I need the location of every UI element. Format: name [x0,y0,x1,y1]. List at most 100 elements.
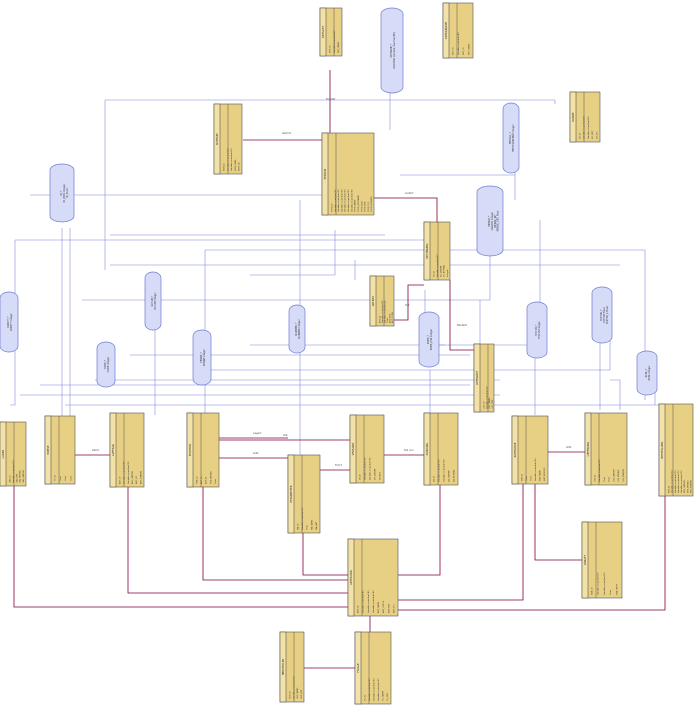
table-name: PERSON [323,169,327,180]
table-name: MITARBEITER [289,485,293,502]
table-column: POS_MENGE [210,470,212,484]
relation-label-layer: GehörtEnthältLiefertHatBestelltZahltLage… [92,97,571,467]
domain-row: FAKTOR Float [603,307,606,322]
table-column: Variable-nvarchar(20) [384,300,387,323]
table-column: Variable-nvarchar(40) [372,590,375,613]
table-name: KONTAKT [215,133,219,145]
table-column: AUF_ID [119,476,122,484]
relation-label: Hat [283,433,288,437]
table-column: Variable-nvarchar(30) [127,461,130,484]
table-column: VS_DATUM [374,469,377,480]
table-name: RECHNUNG [425,244,429,259]
reference-connector-layer [13,70,666,669]
table-column: Variable-nvarchar(25) [677,470,680,493]
table-column: BST_MENGE [687,480,689,493]
table-column: Variable-nvarchar(80) [333,30,336,53]
table-column: Variable-nvarchar(30) [344,189,347,212]
table-column: KON_EMAIL [234,158,237,171]
domain-row: RABATT Integer [10,313,13,331]
domain-box [192,329,212,386]
domain-name: NUMMER_T [295,322,298,336]
reference-connector [398,484,524,601]
table-column: RE_DATUM [439,266,442,277]
table-column: Float [214,479,217,484]
table-column: FIL_ORT [387,692,389,701]
table-column: ABT_NAME [377,601,380,613]
table-column: Variable-nvarchar(40) [367,590,370,613]
table-column: ABT_LEITER [382,600,385,613]
table-column: Variable-nvarchar(30) [337,189,340,212]
domain-row: CODE Integer [107,357,110,373]
table-column: POS_ID [197,476,199,484]
domain-row: ID_ZAHL Integer [63,184,66,203]
table-header [321,132,329,216]
table-column: ART_ID [205,476,208,484]
table-column: LIEF_NAME [488,397,491,409]
domain-name: BETRAG_T [509,132,512,144]
table-column: Float [609,590,612,595]
domain-box [476,185,504,257]
domain-name: ORTNAME_T [390,43,393,58]
table-column: Variable-nvarchar(50) [230,148,233,171]
reference-connector [374,197,438,222]
table-column: Variable-nvarchar(50) [226,148,229,171]
table-column: ABT_ORT [387,603,390,613]
table-name: VERSAND [351,443,355,456]
table-column: Variable-nvarchar(30) [438,459,441,482]
domain-connector [210,295,611,371]
table-column: KON_ID [224,163,226,171]
table-column: Variable-nvarchar(30) [598,459,601,482]
relation-label: Liefert [405,191,413,195]
table-column: RAB_WERT [615,583,618,595]
domain-name: CODE_T [104,359,107,369]
domain-name: PREIS_T [427,334,430,344]
domain-name: MENGE_T [488,215,491,227]
domain-row: STATUS Integer [538,321,541,339]
table-column: LFG_DATUM [612,469,615,482]
table-column: Integer [446,269,449,277]
table-column: Variable-nvarchar(30) [534,458,537,481]
reference-connector [534,484,582,561]
table-header [423,221,431,281]
table-name: LAGER [1,449,5,458]
domain-connector [205,249,646,400]
table-header [109,412,117,488]
